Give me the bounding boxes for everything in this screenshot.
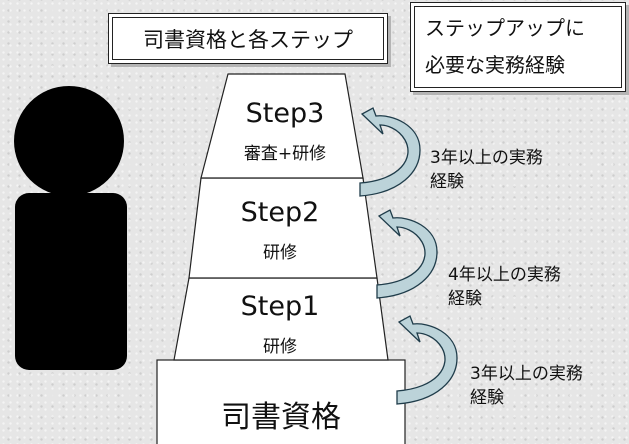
- step1-label: Step1 研修: [215, 291, 345, 357]
- base-label: 司書資格: [221, 400, 341, 435]
- experience-step3-line1: 3年以上の実務: [430, 148, 543, 168]
- step2-sub: 研修: [263, 243, 297, 263]
- experience-label-step3: 3年以上の実務 経験: [430, 146, 543, 194]
- curved-up-arrow-icon: [376, 209, 438, 299]
- base-box: [156, 359, 406, 444]
- person-silhouette-icon: [14, 86, 127, 370]
- step2-label: Step2 研修: [215, 197, 345, 263]
- step3-name: Step3: [245, 98, 325, 129]
- step2-name: Step2: [240, 197, 320, 228]
- experience-label-step1: 3年以上の実務 経験: [470, 362, 629, 410]
- experience-step1-line2: 経験: [470, 388, 504, 408]
- experience-step2-line2: 経験: [448, 289, 482, 309]
- experience-label-step2: 4年以上の実務 経験: [448, 263, 561, 311]
- title-text: 司書資格と各ステップ: [112, 17, 384, 60]
- experience-step2-line1: 4年以上の実務: [448, 265, 561, 285]
- step1-sub: 研修: [263, 337, 297, 357]
- step3-tier: [200, 73, 364, 179]
- step3-sub: 審査+研修: [243, 144, 327, 164]
- experience-step1-line1: 3年以上の実務: [470, 364, 583, 384]
- step3-label: Step3 審査+研修: [220, 98, 350, 164]
- note-box: ステップアップに 必要な実務経験: [410, 2, 626, 92]
- title-box: 司書資格と各ステップ: [108, 13, 388, 64]
- note-line-2: 必要な実務経験: [425, 53, 565, 77]
- step-pyramid: [173, 73, 389, 361]
- note-line-1: ステップアップに: [425, 16, 585, 40]
- curved-up-arrow-icon: [396, 315, 458, 405]
- experience-step3-line2: 経験: [430, 172, 464, 192]
- curved-up-arrow-icon: [359, 107, 421, 197]
- step1-name: Step1: [240, 291, 320, 322]
